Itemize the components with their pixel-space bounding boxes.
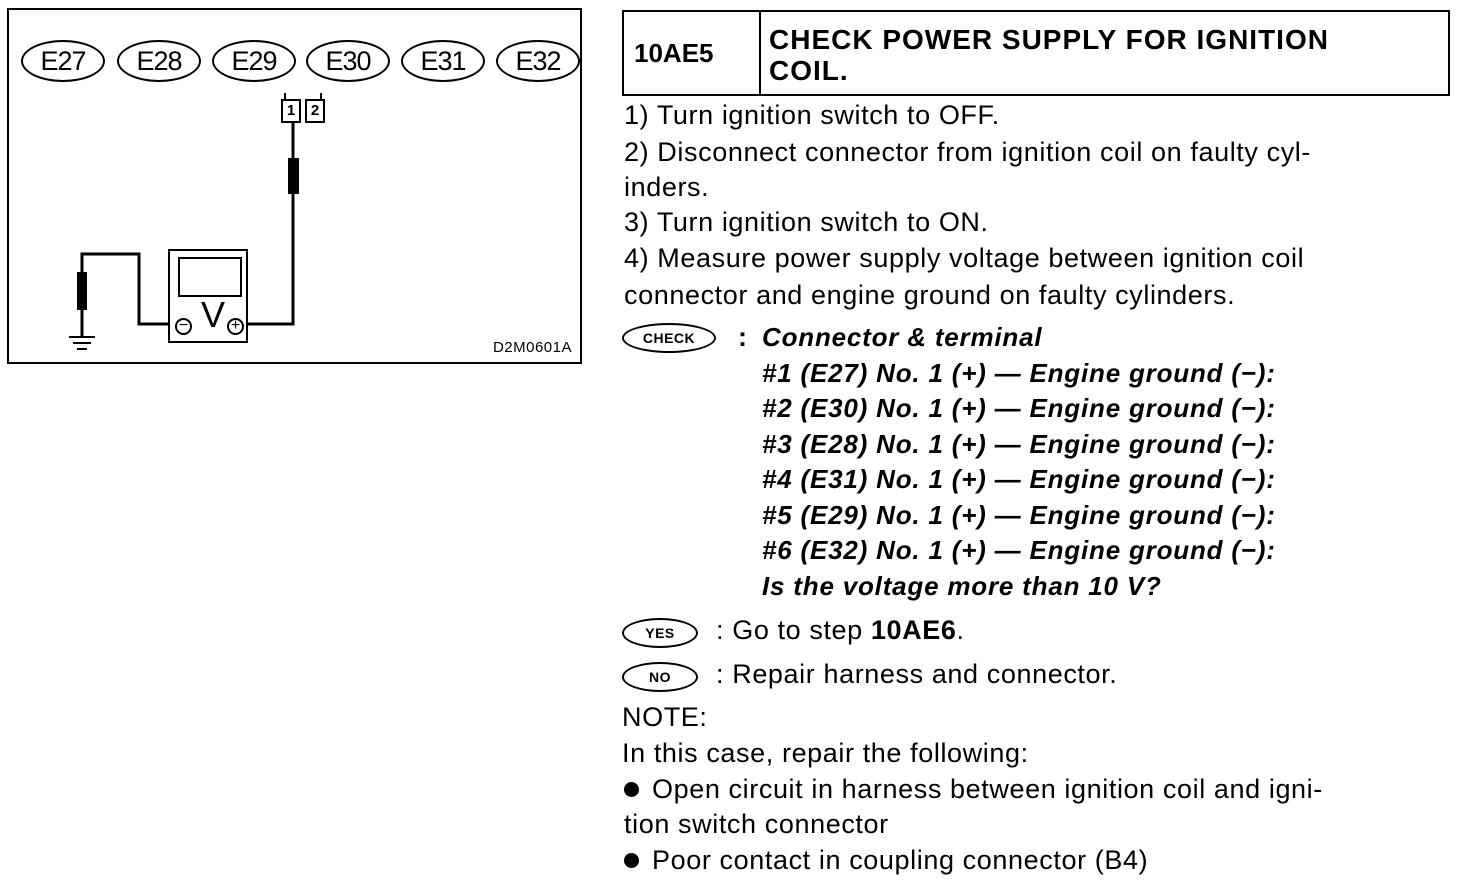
check-line: #6 (E32) No. 1 (+) — Engine ground (−): (762, 535, 1276, 565)
instruction-line: inders. (624, 172, 710, 202)
yes-result: : Go to step 10AE6. (716, 615, 965, 646)
connector-label: E31 (401, 40, 485, 82)
voltmeter-symbol: V (201, 294, 226, 335)
instruction-text: 2) Disconnect connector from ignition co… (624, 137, 1311, 167)
no-badge: NO (622, 662, 698, 692)
connector-label: E29 (212, 40, 296, 82)
yes-text: Go to step (732, 615, 871, 645)
yes-step-ref: 10AE6 (870, 615, 957, 645)
bullet-icon (624, 781, 639, 797)
instruction-line: 3) Turn ignition switch to ON. (624, 207, 989, 237)
connector-label: E30 (306, 40, 390, 82)
meter-minus-terminal: − (175, 318, 192, 335)
figure-code: D2M0601A (492, 339, 572, 356)
note-bullet: Open circuit in harness between ignition… (622, 774, 1323, 805)
yes-colon: : (716, 615, 725, 645)
note-label: NOTE: (622, 702, 708, 732)
yes-badge: YES (622, 618, 698, 648)
no-text: Repair harness and connector. (732, 659, 1118, 689)
connector-label: E27 (21, 40, 105, 82)
check-line: #2 (E30) No. 1 (+) — Engine ground (−): (762, 393, 1276, 423)
step-header: 10AE5 CHECK POWER SUPPLY FOR IGNITION CO… (622, 10, 1450, 96)
note-bullet-continuation: tion switch connector (624, 809, 889, 839)
connector-label: E32 (496, 40, 580, 82)
meter-plus-terminal: + (227, 318, 244, 335)
diagram-drawing (69, 93, 322, 350)
no-result: : Repair harness and connector. (716, 659, 1117, 690)
instruction-line: connector and engine ground on faulty cy… (624, 280, 1236, 310)
connector-pin-2: 2 (305, 99, 325, 123)
wiring-diagram: E27 E28 E29 E30 E31 E32 1 2 V − + D2M060… (7, 8, 582, 364)
check-question: Is the voltage more than 10 V? (762, 571, 1162, 601)
check-heading: Connector & terminal (762, 322, 1043, 352)
note-bullet-text: Poor contact in coupling connector (B4) (652, 845, 1149, 875)
connector-pin-1: 1 (281, 99, 301, 123)
check-colon: : (738, 322, 747, 352)
check-line: #1 (E27) No. 1 (+) — Engine ground (−): (762, 358, 1276, 388)
yes-end: . (956, 615, 965, 645)
bullet-icon (624, 852, 639, 868)
step-title-line: COIL. (769, 55, 849, 86)
connector-label: E28 (117, 40, 201, 82)
no-colon: : (716, 659, 725, 689)
check-line: #3 (E28) No. 1 (+) — Engine ground (−): (762, 429, 1276, 459)
note-bullet-text: Open circuit in harness between ignition… (652, 774, 1323, 804)
step-title-line: CHECK POWER SUPPLY FOR IGNITION (769, 24, 1329, 55)
instruction-line: 4) Measure power supply voltage between … (624, 243, 1305, 273)
instruction-line: 2) Disconnect connector from ignition co… (624, 137, 1448, 168)
connector-labels: E27 E28 E29 E30 E31 E32 (21, 40, 581, 86)
check-badge: CHECK (622, 323, 716, 353)
note-bullet: Poor contact in coupling connector (B4) (622, 845, 1148, 876)
check-line: #4 (E31) No. 1 (+) — Engine ground (−): (762, 464, 1276, 494)
step-code: 10AE5 (624, 12, 761, 94)
instruction-line: 1) Turn ignition switch to OFF. (624, 100, 1000, 130)
step-title: CHECK POWER SUPPLY FOR IGNITION COIL. (761, 12, 1448, 94)
check-line: #5 (E29) No. 1 (+) — Engine ground (−): (762, 500, 1276, 530)
note-intro: In this case, repair the following: (622, 738, 1029, 768)
